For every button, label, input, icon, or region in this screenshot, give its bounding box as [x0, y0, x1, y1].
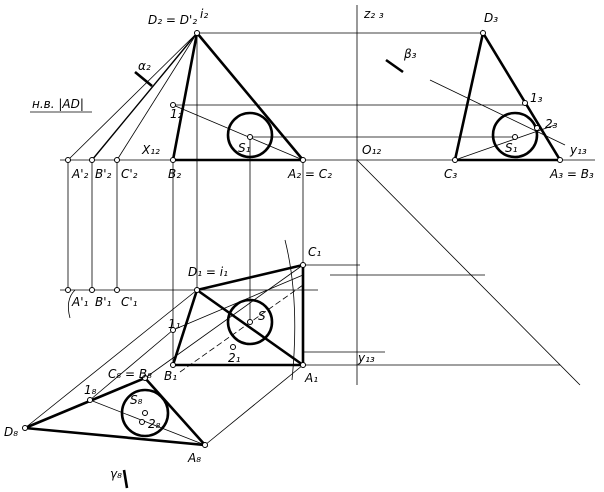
label-y13: y₁₃: [569, 143, 587, 157]
label-a2c2: A₂ = C₂: [287, 167, 332, 181]
label-c1: C₁: [308, 245, 321, 259]
label-a3b3: A₃ = B₃: [549, 167, 594, 181]
label-a1: A₁: [304, 371, 318, 385]
label-a2p: A'₂: [71, 167, 89, 181]
pyramid-aux: [24, 376, 209, 447]
label-d2: D₂ = D'₂: [148, 13, 197, 27]
alpha2-trace: [134, 70, 153, 88]
label-x12: X₁₂: [141, 143, 160, 157]
label-o12: O₁₂: [362, 143, 381, 157]
aux-link-1: [89, 329, 174, 401]
sphere-horizontal: [226, 298, 274, 346]
label-b2: B₂: [168, 167, 181, 181]
label-z23: z₂ ₃: [363, 7, 384, 21]
gamma8-trace: [122, 469, 129, 489]
arc-left: [67, 289, 76, 319]
label-alpha2: α₂: [138, 59, 151, 73]
label-gamma8: γ₈: [110, 467, 122, 481]
aux-link-a: [204, 364, 304, 446]
label-beta3: β₃: [403, 47, 417, 61]
frontal-inner-line: [172, 104, 304, 161]
label-b1: B₁: [164, 369, 177, 383]
horizontal-inner-line: [172, 274, 304, 331]
pyramid-profile: [453, 29, 563, 162]
label-1-8: 1₈: [84, 383, 97, 397]
label-b1p: B'₁: [95, 295, 112, 309]
profile-inner-line: [454, 124, 556, 161]
label-1-2: 1₂: [170, 107, 183, 121]
label-s8: S₈: [130, 393, 143, 407]
points: [22, 30, 563, 448]
sphere-aux: [120, 388, 170, 438]
aux-link-c: [144, 264, 304, 379]
beta3-trace: [385, 58, 404, 74]
ray-b2p: [91, 32, 198, 161]
label-c8b8: C₈ = B₈: [108, 367, 152, 381]
label-2-1: 2₁: [228, 351, 241, 365]
label-2-8: 2₈: [148, 417, 161, 431]
sphere-profile: [491, 111, 539, 159]
label-2-3: 2₃: [545, 117, 558, 131]
label-s1-2: S₁: [238, 141, 251, 155]
label-1-3: 1₃: [530, 91, 543, 105]
pyramid-frontal: [171, 30, 306, 162]
sphere-frontal: [226, 111, 274, 159]
label-c2p: C'₂: [121, 167, 138, 181]
aux-link-d: [24, 289, 198, 429]
label-d8: D₈: [4, 425, 18, 439]
arc-right: [284, 239, 296, 381]
axis-bisector: [356, 159, 581, 386]
label-y13b: y₁₃: [357, 351, 375, 365]
label-d3: D₃: [484, 11, 498, 25]
link-profile-diag: [429, 79, 566, 146]
label-c1p: C'₁: [121, 295, 138, 309]
label-s: S: [258, 309, 266, 323]
aux-inner-line: [89, 399, 206, 446]
label-nv: н.в. |AD|: [32, 97, 84, 111]
label-1-1: 1₁: [168, 317, 181, 331]
label-s1-3: S₁: [505, 141, 518, 155]
label-b2p: B'₂: [95, 167, 112, 181]
edge-d1-a1: [196, 288, 304, 367]
ray-a2p: [67, 32, 198, 161]
label-a1p: A'₁: [71, 295, 89, 309]
label-c3: C₃: [444, 167, 457, 181]
ray-c2p: [116, 32, 198, 161]
label-d1i1: D₁ = i₁: [188, 265, 228, 279]
horizontal-dashed: [179, 284, 304, 373]
label-a8: A₈: [187, 451, 201, 465]
label-i2: i₂: [200, 7, 208, 21]
